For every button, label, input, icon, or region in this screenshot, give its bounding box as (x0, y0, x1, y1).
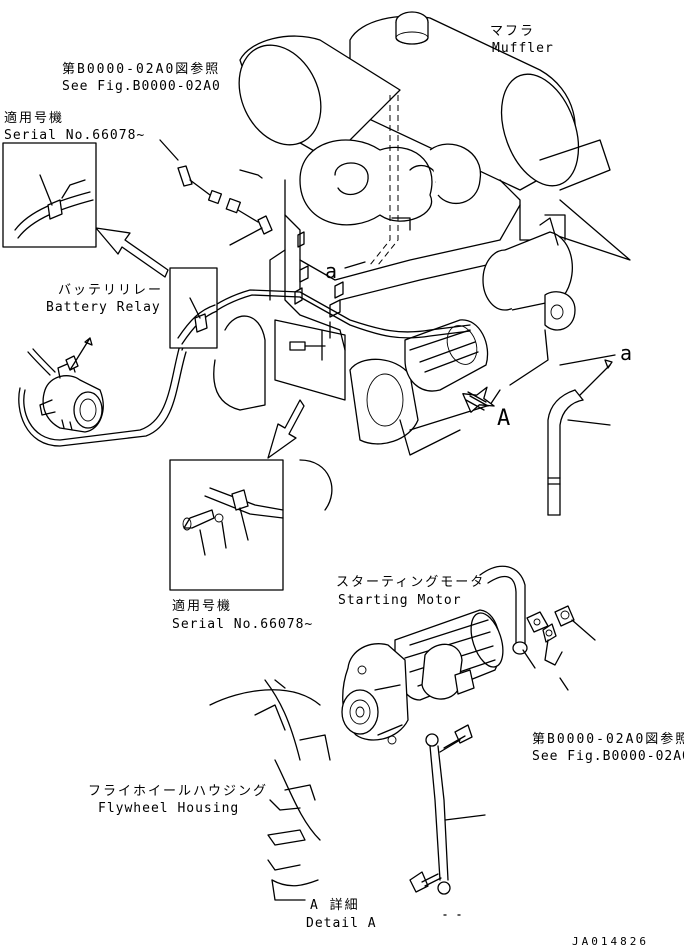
muffler-drawing (349, 11, 580, 191)
inset-serial-top (2, 142, 97, 248)
pipe-a-drawing (547, 359, 613, 516)
starting-motor-label-en: Starting Motor (338, 593, 462, 608)
connector-chain (177, 165, 273, 246)
flywheel-label-jp: フライホイールハウジング (88, 784, 268, 799)
leader-lines (159, 139, 616, 366)
ref-right-label-en: See Fig.B0000-02A0 (532, 749, 684, 764)
battery-relay-label-en: Battery Relay (46, 300, 161, 315)
starting-motor-top-drawing (404, 319, 489, 392)
muffler-label-jp: マフラ (490, 24, 535, 39)
drawing-code: JA014826 (572, 935, 649, 948)
engine-assembly (18, 11, 631, 516)
serial-top-label-en: Serial No.66078~ (4, 128, 145, 143)
misc-marks (297, 231, 461, 916)
detail-label-jp: A 詳細 (310, 897, 360, 913)
flywheel-label-en: Flywheel Housing (98, 801, 239, 816)
callout-A: A (497, 406, 511, 431)
callout-a-lower: a (325, 259, 338, 283)
battery-relay-label-jp: バッテリリレー (58, 283, 163, 298)
ref-top-label-en: See Fig.B0000-02A0 (62, 79, 221, 94)
intake-drawing (238, 35, 401, 161)
alternator-drawing (482, 217, 576, 386)
engine-block-drawing (269, 139, 631, 351)
ref-top-label-jp: 第B0000-02A0図参照 (62, 61, 220, 77)
inset-relay-box (169, 267, 218, 349)
dashed-pipe (369, 95, 411, 266)
hollow-arrow-down (267, 399, 305, 459)
detail-label-en: Detail A (306, 916, 377, 931)
hollow-arrow-left (95, 227, 169, 278)
battery-relay-drawing (27, 337, 104, 433)
starting-motor-label-jp: スターティングモータ (336, 575, 485, 590)
callout-a-right: a (620, 341, 633, 365)
ref-right-label-jp: 第B0000-02A0図参照 (532, 731, 684, 747)
inset-serial-mid (169, 459, 284, 591)
exhaust-manifold-drawing (299, 139, 482, 226)
muffler-label-en: Muffler (492, 41, 554, 56)
serial-mid-label-jp: 適用号機 (172, 598, 232, 614)
arrow-A (462, 386, 495, 413)
detail-a-drawing (209, 565, 596, 901)
serial-top-label-jp: 適用号機 (4, 110, 64, 126)
serial-mid-label-en: Serial No.66078~ (172, 617, 313, 632)
